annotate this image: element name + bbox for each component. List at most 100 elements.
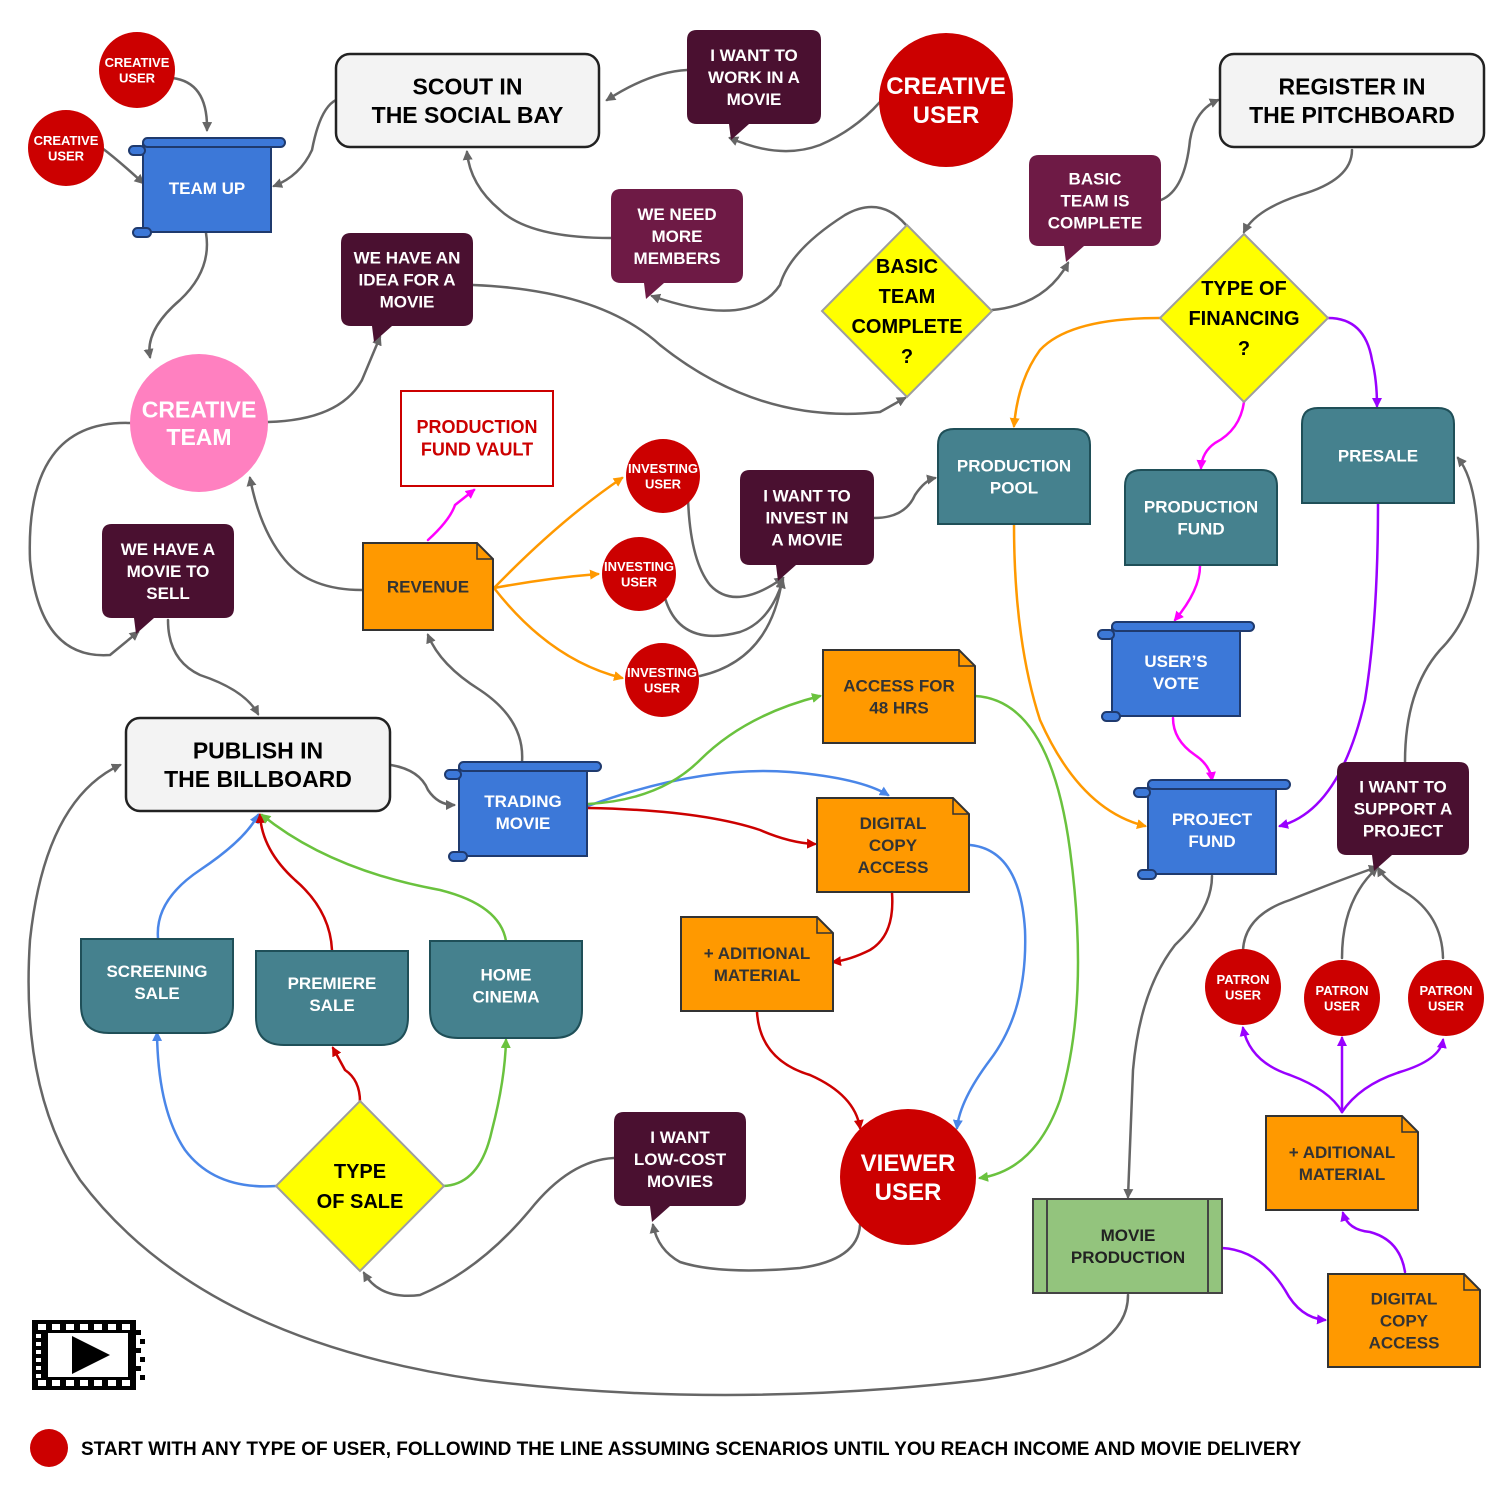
need-members-bubble-shape [611,189,743,299]
edge-typeofsale-premiere [331,1046,362,1104]
edge-typeofsale-homecinema [441,1038,511,1188]
film-dither [136,1348,141,1353]
film-dither [36,1350,41,1354]
creative-user-small-1-shape [99,32,175,108]
edge-creativeteam-movietosell [28,421,140,657]
creative-team-label: CREATIVE [142,396,257,422]
edge-financing-presale [1326,316,1382,408]
production-fund-vault-label: PRODUCTION [417,417,538,437]
revenue-doc-label: REVENUE [387,578,469,597]
film-hole [94,1380,102,1386]
creative-user-small-2-label: USER [48,148,85,163]
edge-investor1-wantinvest [686,496,785,599]
edge-patron1-support [1241,864,1379,952]
patron-user-2-label: PATRON [1316,983,1369,998]
film-hole [52,1324,60,1330]
presale-tab[interactable]: PRESALE [1301,407,1455,504]
aditional-material-doc-2-fold [1401,1116,1418,1133]
premiere-sale-label: PREMIERE [288,974,377,993]
team-up-scroll-bottom-roll [132,227,152,238]
investing-user-1-label: USER [645,476,682,491]
film-dither [136,1330,141,1335]
trading-movie-scroll-shape [458,767,588,857]
premiere-sale-shape [255,950,409,1046]
film-hole [38,1324,46,1330]
edge-prodfund-vote [1173,564,1202,622]
digital-copy-doc-2-shape [1327,1273,1481,1368]
team-up-scroll[interactable]: TEAM UP [128,137,286,238]
creative-user-small-2-shape [28,110,104,186]
investing-user-3-shape [625,643,699,717]
film-dither [140,1339,145,1344]
billboard-box-label: PUBLISH IN [193,737,323,763]
edge-production-digitalcopy2 [1220,1246,1327,1325]
trading-movie-scroll-bottom-roll [448,851,468,862]
users-vote-scroll-shape [1111,627,1241,717]
revenue-doc-fold [476,543,493,560]
film-dither [36,1366,41,1370]
film-hole [66,1380,74,1386]
support-project-bubble-label: I WANT TO [1359,778,1447,797]
basic-team-decision-label: ? [901,346,913,368]
film-hole [38,1380,46,1386]
team-complete-bubble-label: COMPLETE [1048,214,1142,233]
want-invest-bubble-shape [740,470,874,581]
edge-basicteam-teamcomplete [990,261,1070,312]
have-idea-bubble-shape [341,233,473,342]
digital-copy-doc-2-label: COPY [1380,1312,1429,1331]
edge-vote-projectfund [1171,716,1216,782]
creative-user-big-shape [879,33,1013,167]
film-dither [36,1334,41,1338]
have-idea-bubble-label: IDEA FOR A [359,271,456,290]
legend: START WITH ANY TYPE OF USER, FOLLOWIND T… [30,1429,1302,1467]
film-dither [36,1342,41,1346]
viewer-user-label: VIEWER [861,1150,956,1177]
film-hole [122,1324,130,1330]
revenue-doc[interactable]: REVENUE [362,542,494,631]
screening-sale-label: SCREENING [106,962,207,981]
digital-copy-doc-1-label: COPY [869,836,918,855]
edge-idea-basicteam [471,283,907,416]
